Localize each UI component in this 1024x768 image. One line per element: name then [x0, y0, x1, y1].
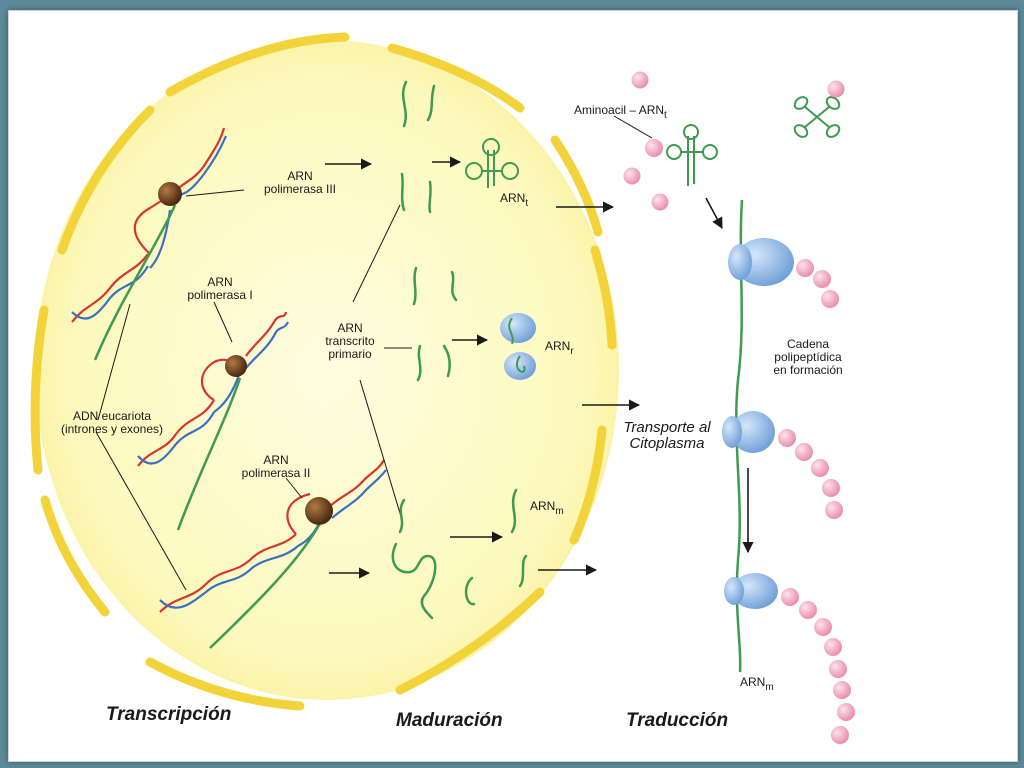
label-pol1-line2: polimerasa I: [187, 288, 253, 302]
label-pol2-line2: polimerasa II: [241, 466, 311, 480]
dna-helix-3: [159, 459, 387, 649]
label-transcrito-line1: ARN: [337, 321, 363, 335]
stage-title-traduccion: Traducción: [626, 710, 729, 731]
polymerase-ii: [305, 497, 333, 525]
label-pol3: ARN polimerasa III: [246, 170, 354, 196]
label-aminoacil-sub: t: [664, 110, 667, 121]
label-cadena-line3: en formación: [773, 363, 843, 377]
label-transporte: Transporte al Citoplasma: [612, 420, 722, 452]
stage-title-transcripcion: Transcripción: [106, 704, 232, 725]
label-transporte-line2: Citoplasma: [629, 435, 705, 452]
trna-icon-nucleus: [465, 138, 519, 188]
label-arnr: ARNr: [545, 339, 589, 358]
label-transcrito-line2: transcrito: [325, 334, 375, 348]
rrna-icon: [500, 313, 536, 380]
label-cadena: Cadena polipeptídica en formación: [760, 338, 856, 377]
polypeptide-chain-3: [781, 588, 855, 744]
leader-lines: [95, 115, 653, 591]
label-adn-line1: ADN eucariota: [72, 409, 152, 423]
label-adn-line2: (intrones y exones): [60, 422, 164, 436]
label-transporte-line1: Transporte al: [623, 419, 711, 436]
ribosome-2: [722, 411, 775, 453]
mrna-cytoplasm: [735, 199, 744, 673]
label-pol3-line2: polimerasa III: [263, 182, 337, 196]
nucleus: [30, 32, 619, 711]
stage-title-maduracion: Maduración: [396, 710, 503, 731]
label-cadena-line2: polipeptídica: [774, 350, 842, 364]
label-cadena-line1: Cadena: [786, 337, 830, 351]
label-pol1: ARN polimerasa I: [170, 276, 270, 302]
label-transcrito: ARN transcrito primario: [318, 322, 382, 361]
label-arnm-bottom-main: ARN: [740, 675, 766, 689]
label-arnr-main: ARN: [545, 339, 571, 353]
label-aminoacil-main: Aminoacil – ARN: [574, 103, 665, 117]
label-arnm-bottom-sub: m: [765, 682, 774, 693]
label-pol2: ARN polimerasa II: [226, 454, 326, 480]
rna-strands-maduracion: [391, 80, 528, 620]
polymerase-i: [225, 355, 247, 377]
label-arnr-sub: r: [570, 346, 574, 357]
label-arnt-sub: t: [525, 198, 529, 209]
label-transcrito-line3: primario: [328, 347, 372, 361]
label-pol3-line1: ARN: [287, 169, 313, 183]
free-amino-acids: [623, 71, 845, 211]
label-arnm-mid: ARNm: [530, 499, 574, 518]
label-arnm-mid-sub: m: [555, 506, 564, 517]
polymerase-iii: [158, 182, 182, 206]
trna-icon-x: [793, 96, 841, 138]
label-adn: ADN eucariota (intrones y exones): [48, 410, 176, 436]
polypeptide-chain-1: [796, 259, 839, 308]
label-aminoacil: Aminoacil – ARNt: [574, 103, 684, 122]
trna-icon-cytoplasm: [666, 124, 718, 186]
label-arnt: ARNt: [500, 191, 544, 210]
ribosome-1: [728, 238, 794, 286]
polypeptide-chain-2: [778, 429, 843, 519]
label-pol2-line1: ARN: [263, 453, 289, 467]
label-arnm-mid-main: ARN: [530, 499, 556, 513]
label-arnm-bottom: ARNm: [740, 675, 784, 694]
label-arnt-main: ARN: [500, 191, 526, 205]
ribosome-3: [724, 573, 778, 609]
process-arrows: [325, 156, 754, 579]
label-pol1-line1: ARN: [207, 275, 233, 289]
